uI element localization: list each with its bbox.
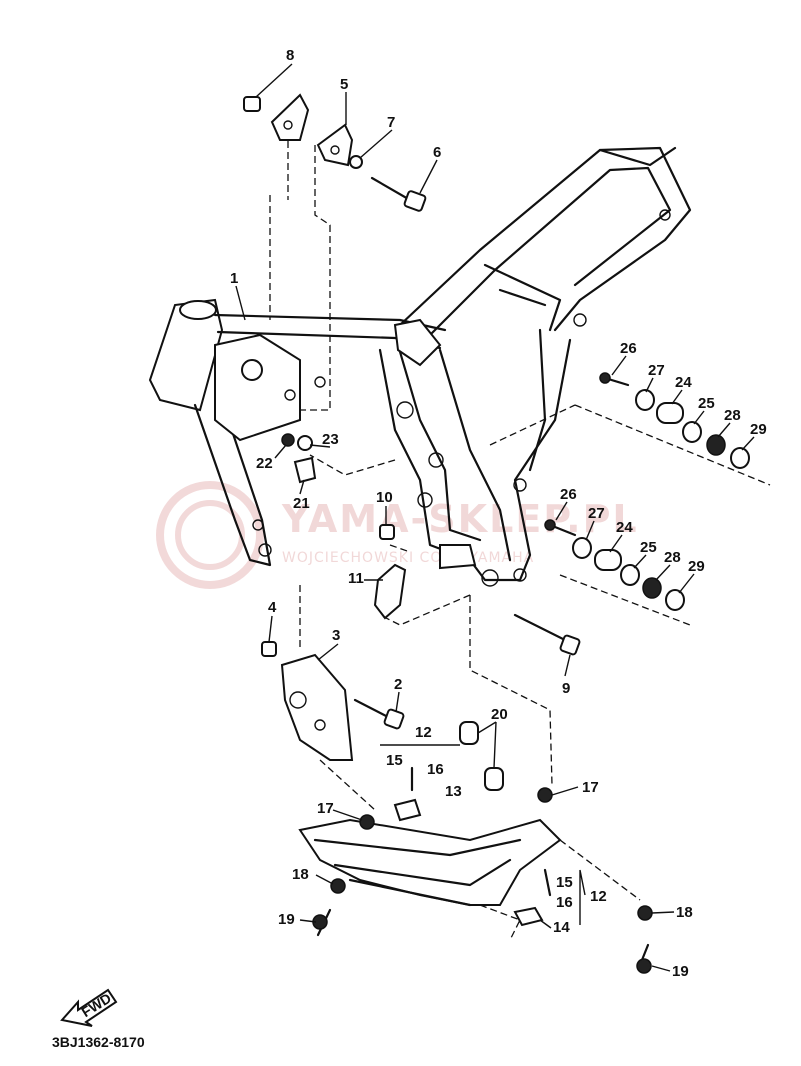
part-label-19a: 19 — [278, 911, 295, 928]
part-label-12a: 12 — [415, 724, 432, 741]
part-label-12b: 12 — [590, 888, 607, 905]
part-label-7: 7 — [387, 114, 395, 131]
part-label-15a: 15 — [386, 752, 403, 769]
part-label-6: 6 — [433, 144, 441, 161]
part-label-16a: 16 — [427, 761, 444, 778]
part-label-11: 11 — [348, 570, 364, 587]
part-label-16b: 16 — [556, 894, 573, 911]
watermark-subtext: WOJCIECHOWSKI CODE YAMAHA — [282, 550, 534, 566]
part-label-28a: 28 — [724, 407, 741, 424]
main-frame — [148, 146, 692, 587]
part-label-18a: 18 — [292, 866, 309, 883]
part-label-29b: 29 — [688, 558, 705, 575]
part-label-24b: 24 — [616, 519, 633, 536]
part-label-26a: 26 — [620, 340, 637, 357]
part-label-8: 8 — [286, 47, 294, 64]
part-label-27b: 27 — [588, 505, 605, 522]
part-label-18b: 18 — [676, 904, 693, 921]
top-brackets — [243, 93, 427, 212]
watermark-logo-inner — [175, 500, 245, 570]
part-label-20: 20 — [491, 706, 508, 723]
part-label-15b: 15 — [556, 874, 573, 891]
part-labels: 8 5 7 6 1 26 27 24 25 28 29 23 22 21 10 … — [230, 47, 767, 980]
part-label-29a: 29 — [750, 421, 767, 438]
part-label-25a: 25 — [698, 395, 715, 412]
part-label-23: 23 — [322, 431, 339, 448]
engine-mount-right — [513, 372, 750, 656]
part-label-17a: 17 — [317, 800, 334, 817]
guide-lines — [269, 130, 771, 941]
forward-arrow: FWD — [60, 988, 118, 1027]
part-label-24a: 24 — [675, 374, 692, 391]
part-label-10: 10 — [376, 489, 393, 506]
part-label-28b: 28 — [664, 549, 681, 566]
part-label-26b: 26 — [560, 486, 577, 503]
part-label-21: 21 — [293, 495, 310, 512]
part-label-17b: 17 — [582, 779, 599, 796]
watermark-logo-outer — [156, 481, 264, 589]
part-label-1: 1 — [230, 270, 238, 287]
engine-mount-left — [261, 433, 407, 761]
part-label-22: 22 — [256, 455, 273, 472]
part-label-4: 4 — [268, 599, 277, 616]
part-label-3: 3 — [332, 627, 340, 644]
part-label-25b: 25 — [640, 539, 657, 556]
part-label-19b: 19 — [672, 963, 689, 980]
part-label-2: 2 — [394, 676, 402, 693]
diagram-code: 3BJ1362-8170 — [52, 1034, 145, 1050]
part-label-13: 13 — [445, 783, 462, 800]
part-label-5: 5 — [340, 76, 348, 93]
leader-lines — [235, 63, 755, 972]
part-label-9: 9 — [562, 680, 570, 697]
part-label-14: 14 — [553, 919, 570, 936]
part-label-27a: 27 — [648, 362, 665, 379]
